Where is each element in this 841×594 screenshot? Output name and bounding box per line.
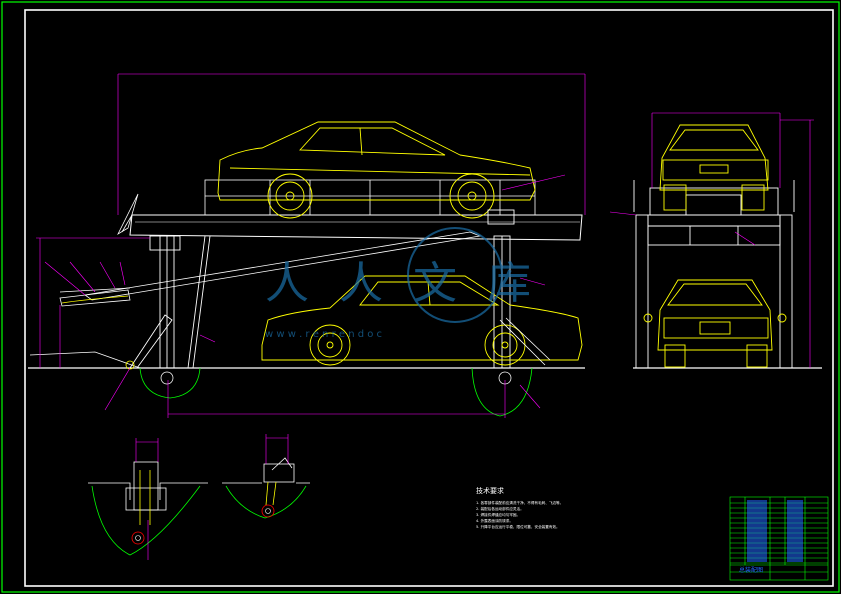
side-dimensions (36, 73, 586, 418)
drawing-title: 总装配图 (738, 567, 763, 574)
deck-railing (204, 179, 536, 216)
lift-beam (59, 231, 482, 307)
side-view (28, 73, 586, 418)
right-pit (471, 367, 533, 417)
left-pit (139, 367, 201, 399)
upper-car (217, 121, 536, 219)
detail-view-b (222, 434, 310, 519)
title-block-fill (747, 500, 803, 562)
lower-car (261, 275, 583, 366)
title-block (729, 496, 829, 581)
detail-view-a (88, 438, 208, 560)
notes-title: 技术要求 (476, 487, 504, 495)
technical-notes: 技术要求 1. 各零部件装配前应清洗干净，不得有毛刺、飞边等。 2. 装配后各运动… (476, 486, 656, 530)
notes-lines: 1. 各零部件装配前应清洗干净，不得有毛刺、飞边等。 2. 装配后各运动部件应灵活… (476, 500, 656, 530)
notes-line: 4. 外露表面涂防锈漆。 (476, 519, 513, 523)
notes-line: 5. 升降平台应运行平稳，限位可靠，安全装置有效。 (476, 525, 560, 529)
notes-line: 2. 装配后各运动部件应灵活。 (476, 507, 524, 511)
left-supports (129, 235, 211, 369)
notes-line: 3. 焊接件焊缝应均匀牢固。 (476, 513, 521, 517)
front-lower-car (643, 279, 787, 368)
front-view (609, 112, 822, 369)
right-column (487, 209, 515, 369)
front-upper-car (659, 124, 769, 211)
notes-line: 1. 各零部件装配前应清洗干净，不得有毛刺、飞边等。 (476, 501, 564, 505)
inner-frame (24, 9, 834, 587)
entry-ramp (29, 351, 141, 369)
